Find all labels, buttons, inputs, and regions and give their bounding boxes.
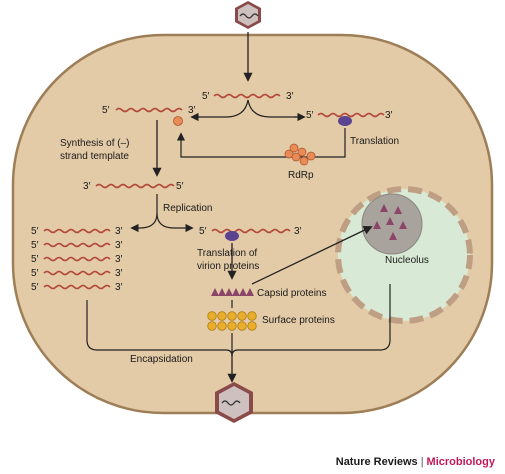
progeny-strand bbox=[43, 242, 111, 248]
capsid-protein-icon bbox=[211, 288, 219, 296]
rdrp-label: RdRp bbox=[288, 170, 314, 181]
capsid-protein-icon bbox=[211, 288, 254, 296]
surface-protein-icon bbox=[247, 311, 257, 321]
capsid-protein-icon bbox=[389, 232, 397, 240]
surface-protein-icon bbox=[237, 311, 247, 321]
credit-separator: | bbox=[420, 456, 424, 468]
virion-icon bbox=[215, 382, 253, 423]
strand-3-prime: 3′ bbox=[115, 226, 123, 237]
translation-label: Translation bbox=[350, 136, 399, 147]
capsid-protein-icon bbox=[386, 217, 394, 225]
negative-template-strand bbox=[95, 183, 175, 189]
journal-name: Microbiology bbox=[426, 456, 495, 468]
encapsidation-label: Encapsidation bbox=[130, 354, 193, 365]
strand-3-prime: 3′ bbox=[294, 226, 302, 237]
strand-5-prime: 5′ bbox=[31, 268, 39, 279]
replication-label: Replication bbox=[163, 203, 212, 214]
positive-strand-left bbox=[115, 107, 183, 113]
surface-protein-icon bbox=[217, 311, 227, 321]
nucleolus-import-arrow bbox=[251, 226, 373, 285]
publisher-name: Nature Reviews bbox=[335, 456, 418, 468]
strand-5-prime: 5′ bbox=[31, 240, 39, 251]
nucleolus-capsid-cluster bbox=[373, 204, 407, 240]
capsid-protein-icon bbox=[380, 204, 388, 212]
branch-brace bbox=[195, 99, 300, 118]
nucleolus-label: Nucleolus bbox=[385, 255, 429, 266]
translation-virion-label: Translation of virion proteins bbox=[197, 248, 260, 272]
strand-5-prime: 5′ bbox=[31, 282, 39, 293]
virion-icon bbox=[235, 1, 261, 29]
strand-5-prime: 5′ bbox=[176, 181, 184, 192]
rdrp-feedback-loop bbox=[176, 128, 346, 158]
strand-3-prime: 3′ bbox=[115, 268, 123, 279]
strand-3-prime: 3′ bbox=[115, 254, 123, 265]
progeny-strand bbox=[43, 228, 111, 234]
strand-5-prime: 5′ bbox=[31, 254, 39, 265]
strand-5-prime: 5′ bbox=[199, 226, 207, 237]
rdrp-enzyme-icon bbox=[284, 143, 316, 166]
translating-strand bbox=[211, 228, 291, 234]
strand-3-prime: 3′ bbox=[115, 240, 123, 251]
strand-5-prime: 5′ bbox=[102, 105, 110, 116]
strand-5-prime: 5′ bbox=[306, 110, 314, 121]
ribosome-icon bbox=[225, 231, 239, 241]
surface-protein-icon bbox=[227, 311, 237, 321]
strand-3-prime: 3′ bbox=[83, 181, 91, 192]
nuclear-envelope bbox=[335, 186, 473, 324]
strand-5-prime: 5′ bbox=[202, 91, 210, 102]
capsid-protein-icon bbox=[225, 288, 233, 296]
encapsidation-path-left bbox=[86, 300, 233, 357]
surface-proteins-label: Surface proteins bbox=[262, 315, 335, 326]
ribosome-icon bbox=[338, 116, 352, 126]
capsid-protein-icon bbox=[239, 288, 247, 296]
surface-protein-icon bbox=[237, 321, 247, 331]
rdrp-enzyme-icon bbox=[173, 116, 183, 126]
progeny-strand-stack: 5′ 3′ 5′ 3′ 5′ 3′ 5′ 3′ 5′ 3′ bbox=[31, 226, 123, 293]
surface-protein-icon bbox=[217, 321, 227, 331]
capsid-protein-icon bbox=[246, 288, 254, 296]
strand-3-prime: 3′ bbox=[188, 105, 196, 116]
progeny-strand bbox=[43, 256, 111, 262]
progeny-strand bbox=[43, 270, 111, 276]
positive-strand-right bbox=[317, 112, 385, 118]
capsid-protein-icon bbox=[232, 288, 240, 296]
strand-3-prime: 3′ bbox=[385, 110, 393, 121]
capsid-protein-icon bbox=[218, 288, 226, 296]
strand-3-prime: 3′ bbox=[286, 91, 294, 102]
capsid-protein-icon bbox=[394, 206, 402, 214]
progeny-strand bbox=[43, 284, 111, 290]
strand-5-prime: 5′ bbox=[31, 226, 39, 237]
surface-protein-icon bbox=[207, 311, 217, 321]
surface-protein-icon bbox=[247, 321, 257, 331]
encapsidation-path-right bbox=[231, 284, 391, 357]
replication-right-branch bbox=[156, 212, 194, 233]
capsid-protein-icon bbox=[373, 221, 381, 229]
strand-3-prime: 3′ bbox=[115, 282, 123, 293]
surface-protein-icon bbox=[207, 311, 257, 331]
capsid-proteins-label: Capsid proteins bbox=[257, 288, 326, 299]
genome-rna-strand bbox=[213, 93, 281, 99]
surface-protein-icon bbox=[207, 321, 217, 331]
synthesis-label: Synthesis of (–) strand template bbox=[60, 138, 132, 162]
journal-credit: Nature Reviews|Microbiology bbox=[336, 456, 495, 468]
surface-protein-icon bbox=[227, 321, 237, 331]
capsid-protein-icon bbox=[399, 221, 407, 229]
